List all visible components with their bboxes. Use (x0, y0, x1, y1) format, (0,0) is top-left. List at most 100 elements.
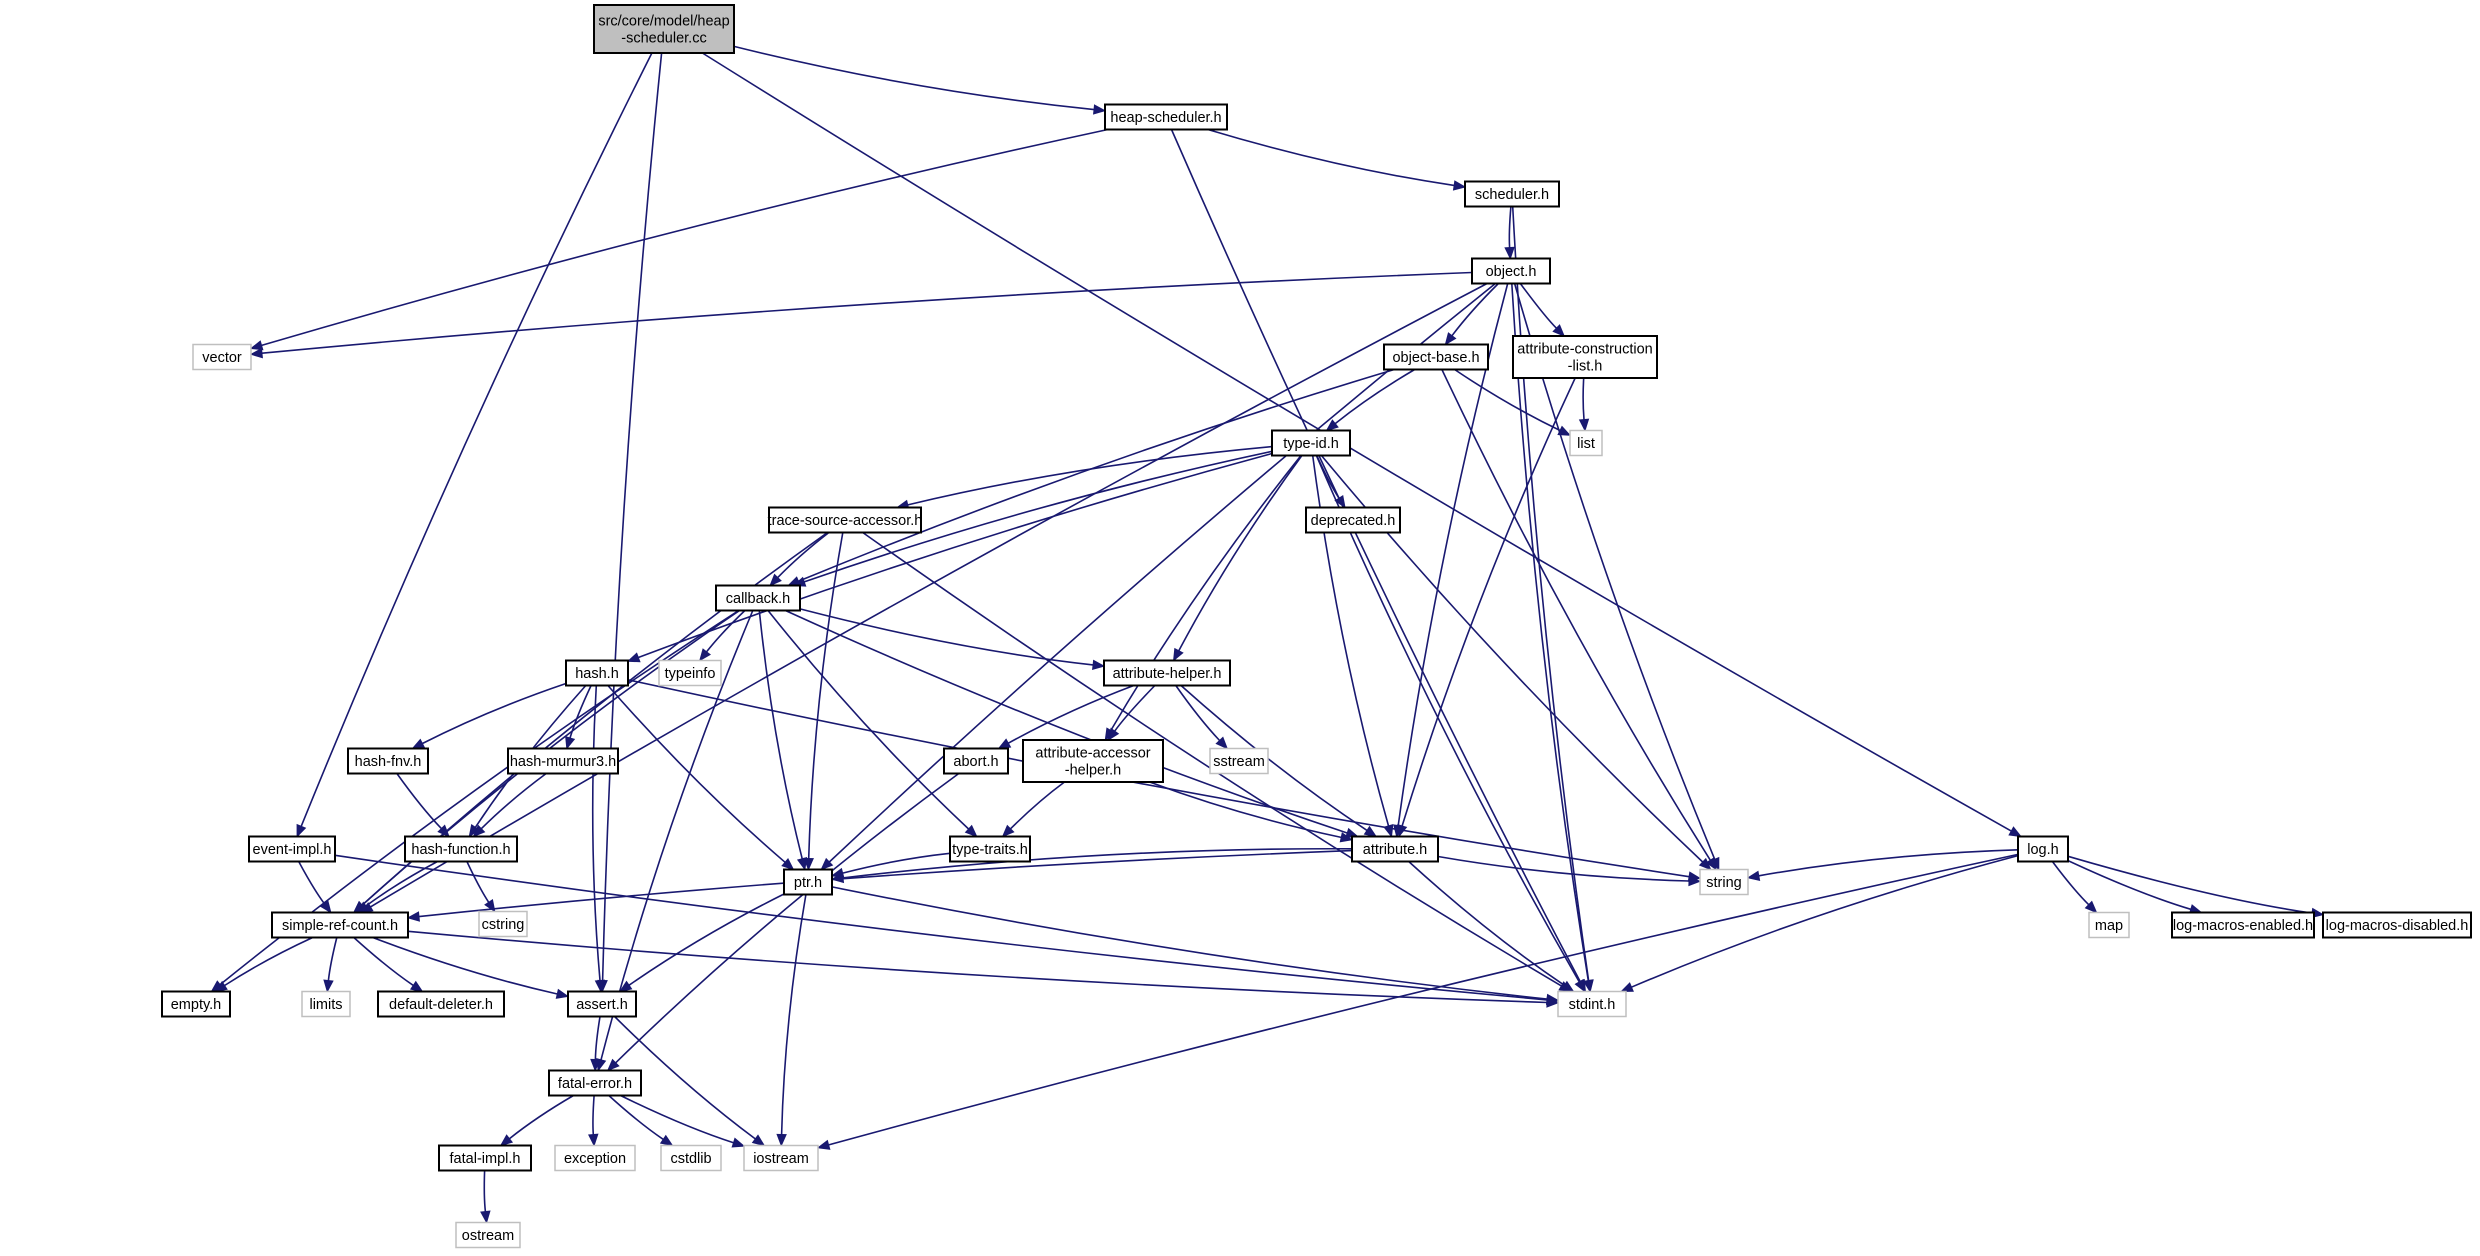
edge-root-to-event-impl (296, 52, 653, 838)
node-assert[interactable]: assert.h (567, 990, 637, 1018)
node-box-attr-acc (1022, 739, 1164, 783)
node-label: default-deleter.h (389, 997, 493, 1013)
node-label: attribute-accessor (1035, 746, 1150, 762)
arrowhead-icon (1334, 494, 1346, 509)
arrowhead-icon (323, 979, 334, 993)
node-label: callback.h (726, 591, 790, 607)
node-box-object-base (1383, 343, 1489, 371)
node-scheduler[interactable]: scheduler.h (1464, 180, 1560, 208)
node-root[interactable]: src/core/model/heap-scheduler.cc (593, 4, 735, 54)
node-hash-fnv[interactable]: hash-fnv.h (347, 747, 429, 775)
edge-attribute-to-stdint (1408, 860, 1575, 993)
node-hash-function[interactable]: hash-function.h (404, 835, 518, 863)
arrowhead-icon (1215, 736, 1229, 750)
arrowhead-icon (820, 857, 834, 871)
node-log[interactable]: log.h (2017, 835, 2069, 863)
node-box-exception (554, 1144, 636, 1172)
arrowhead-icon (1746, 870, 1761, 881)
edge-line (480, 772, 547, 830)
edge-line (803, 450, 1273, 583)
edge-line (592, 1095, 595, 1135)
node-log-macros-en[interactable]: log-macros-enabled.h (2171, 911, 2315, 939)
edge-log-to-map (2051, 861, 2098, 914)
node-attr-constr[interactable]: attribute-construction-list.h (1512, 335, 1658, 379)
arrowhead-icon (1172, 647, 1184, 662)
node-stdint: stdint.h (1557, 990, 1627, 1018)
node-trace-src[interactable]: trace-source-accessor.h (768, 506, 923, 534)
arrowhead-icon (997, 738, 1012, 750)
edge-simple-ref-to-default-deleter (353, 936, 424, 993)
edge-line (1451, 282, 1499, 337)
node-label: log.h (2027, 842, 2058, 858)
node-hash-murmur3[interactable]: hash-murmur3.h (507, 747, 619, 775)
arrowhead-icon (1557, 425, 1572, 436)
node-deprecated[interactable]: deprecated.h (1305, 506, 1401, 534)
edge-object-to-vector (249, 271, 1473, 359)
edge-callback-to-attr-helper (799, 608, 1106, 670)
node-label: map (2095, 918, 2123, 934)
node-label: log-macros-enabled.h (2173, 918, 2313, 934)
node-box-hash (565, 659, 629, 687)
edge-root-to-assert (597, 52, 663, 993)
edge-hash-to-hash-murmur3 (565, 685, 592, 750)
node-label: list (1577, 436, 1595, 452)
node-object[interactable]: object.h (1471, 257, 1551, 285)
arrowhead-icon (1092, 659, 1106, 670)
edge-line (1511, 206, 1590, 981)
node-attr-helper[interactable]: attribute-helper.h (1103, 659, 1231, 687)
node-object-base[interactable]: object-base.h (1383, 343, 1489, 371)
edge-line (907, 445, 1273, 506)
edge-line (353, 936, 414, 987)
arrowhead-icon (626, 652, 641, 663)
node-label: string (1706, 875, 1741, 891)
edge-line (224, 936, 314, 987)
node-attr-acc[interactable]: attribute-accessor-helper.h (1022, 739, 1164, 783)
node-label: ptr.h (794, 875, 822, 891)
node-box-type-traits (949, 835, 1031, 863)
node-abort[interactable]: abort.h (943, 747, 1009, 775)
node-box-log (2017, 835, 2069, 863)
node-default-deleter[interactable]: default-deleter.h (377, 990, 505, 1018)
arrowhead-icon (1552, 324, 1566, 337)
node-type-traits[interactable]: type-traits.h (949, 835, 1031, 863)
edge-type-id-to-hash (626, 452, 1273, 663)
edge-line (1454, 368, 1561, 432)
node-type-id[interactable]: type-id.h (1271, 429, 1351, 457)
edge-line (418, 849, 1353, 918)
edge-line (422, 682, 567, 745)
arrowhead-icon (776, 1133, 787, 1147)
edge-line (799, 608, 1094, 666)
node-log-macros-dis[interactable]: log-macros-disabled.h (2322, 911, 2472, 939)
node-event-impl[interactable]: event-impl.h (248, 835, 336, 863)
node-attribute[interactable]: attribute.h (1351, 835, 1439, 863)
node-simple-ref[interactable]: simple-ref-count.h (271, 911, 409, 939)
node-box-abort (943, 747, 1009, 775)
arrowhead-icon (1578, 418, 1590, 432)
edge-callback-to-ptr (758, 610, 808, 871)
node-heap-scheduler[interactable]: heap-scheduler.h (1104, 103, 1228, 131)
arrowhead-icon (1705, 856, 1717, 871)
node-fatal-error[interactable]: fatal-error.h (548, 1069, 642, 1097)
arrowhead-icon (1383, 824, 1394, 838)
edge-line (297, 861, 325, 905)
edge-ptr-to-stdint (831, 886, 1560, 1005)
node-label: ostream (462, 1228, 514, 1244)
edge-heap-scheduler-to-vector (249, 128, 1109, 351)
node-label: sstream (1213, 754, 1265, 770)
node-hash[interactable]: hash.h (565, 659, 629, 687)
arrowhead-icon (796, 857, 808, 871)
node-label: stdint.h (1569, 997, 1616, 1013)
node-empty[interactable]: empty.h (161, 990, 231, 1018)
node-label: -helper.h (1065, 763, 1121, 779)
arrowhead-icon (781, 858, 795, 871)
edge-line (569, 685, 592, 739)
node-box-cstdlib (660, 1144, 722, 1172)
arrowhead-icon (816, 1139, 831, 1150)
edge-line (831, 886, 1548, 1000)
node-callback[interactable]: callback.h (715, 584, 801, 612)
node-ptr[interactable]: ptr.h (783, 868, 833, 896)
node-fatal-impl[interactable]: fatal-impl.h (438, 1144, 532, 1172)
arrowhead-icon (731, 1137, 746, 1148)
edge-ptr-to-iostream (776, 894, 807, 1147)
edge-line (705, 609, 746, 653)
